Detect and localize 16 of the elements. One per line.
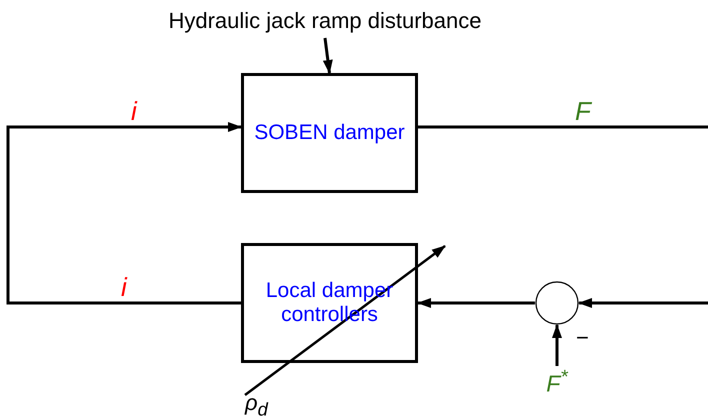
signal-label: i xyxy=(121,272,127,303)
reference-arrow xyxy=(552,324,562,366)
process-box xyxy=(241,73,418,193)
reference-label: F$^{*}$ xyxy=(546,366,568,398)
input-arrow xyxy=(322,38,333,74)
signal-arrow xyxy=(417,298,535,308)
box-label: SOBEN damper xyxy=(254,120,405,146)
feedback-arrow xyxy=(6,122,242,304)
input-arrow xyxy=(578,298,708,308)
controller-box xyxy=(241,243,418,363)
edge-label: F xyxy=(575,96,591,127)
disturbance-label: Hydraulic jack ramp disturbance xyxy=(168,8,482,34)
output-line xyxy=(418,126,708,128)
edge-label: i xyxy=(131,96,137,127)
parameter-label: ρ$_{d}$ xyxy=(245,390,268,416)
sign-label: − xyxy=(576,325,589,351)
